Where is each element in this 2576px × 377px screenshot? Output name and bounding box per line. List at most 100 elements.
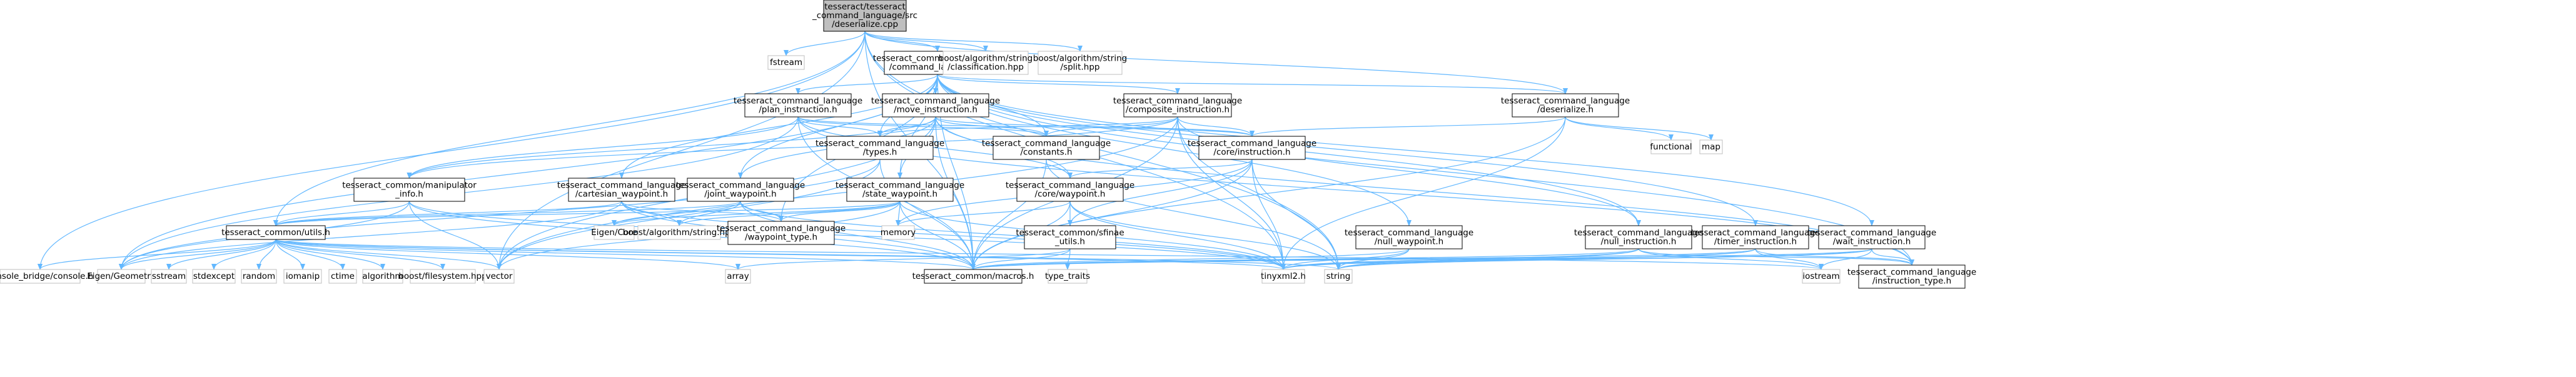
node-waypoint-type-h[interactable]: tesseract_command_language/waypoint_type… xyxy=(717,221,846,245)
node-box xyxy=(151,269,187,284)
edge-joint_waypoint_h-to-waypoint_type_h xyxy=(740,201,784,222)
node-box xyxy=(823,0,907,32)
node-label-line: /core/instruction.h xyxy=(1213,148,1290,158)
edge-composite_instruction_h-to-types_h xyxy=(877,116,1178,137)
edge-state_waypoint_h-to-waypoint_type_h xyxy=(779,201,901,222)
node-box xyxy=(1858,264,1966,289)
edge-timer_instruction_h-to-iostream xyxy=(1755,248,1824,270)
node-label-line: Eigen/Core xyxy=(591,228,637,238)
node-label-line: Eigen/Geometry xyxy=(87,271,156,281)
edge-command_language_h-to-deserialize_h xyxy=(937,74,1568,94)
node-state-waypoint-h[interactable]: tesseract_command_language/state_waypoin… xyxy=(836,178,964,202)
node-eigen-geometry: Eigen/Geometry xyxy=(87,269,156,284)
node-manipulator-info-h[interactable]: tesseract_common/manipulator_info.h xyxy=(342,178,477,202)
node-constants-h[interactable]: tesseract_command_language/constants.h xyxy=(982,136,1111,160)
edge-utils_h-to-algorithm xyxy=(275,239,385,270)
node-label-line: functional xyxy=(1650,142,1692,152)
node-fstream: fstream xyxy=(767,55,805,70)
node-label-line: iomanip xyxy=(286,271,320,281)
node-cartesian-waypoint-h[interactable]: tesseract_command_language/cartesian_way… xyxy=(557,178,686,202)
node-label-line: sstream xyxy=(152,271,186,281)
node-label-line: tesseract_command_language xyxy=(982,139,1111,149)
edge-state_waypoint_h-to-boost_string_hpp xyxy=(677,201,901,226)
node-label-line: tesseract_common/sfinae xyxy=(1016,228,1124,238)
node-label-line: tesseract_command_language xyxy=(557,181,686,191)
edge-sfinae_utils_h-to-type_traits xyxy=(1065,248,1071,270)
node-label-line: tesseract_command_language xyxy=(836,181,964,191)
node-iomanip: iomanip xyxy=(283,269,322,284)
node-eigen-core: Eigen/Core xyxy=(591,225,637,240)
node-null-instruction-h[interactable]: tesseract_command_language/null_instruct… xyxy=(1574,225,1703,249)
edge-move_instruction_h-to-core_instruction_h xyxy=(935,116,1255,137)
edge-wait_instruction_h-to-iostream xyxy=(1819,248,1872,270)
node-label-line: vector xyxy=(486,271,513,281)
node-box xyxy=(362,269,403,284)
node-label-line: tesseract_command_language xyxy=(1501,96,1630,106)
node-composite-instruction-h[interactable]: tesseract_command_language/composite_ins… xyxy=(1113,93,1242,118)
node-label-line: boost/algorithm/string xyxy=(939,54,1033,64)
node-joint-waypoint-h[interactable]: tesseract_command_language/joint_waypoin… xyxy=(676,178,805,202)
node-instruction-type-h[interactable]: tesseract_command_language/instruction_t… xyxy=(1847,264,1976,289)
node-split-hpp: boost/algorithm/string/split.hpp xyxy=(1033,51,1127,75)
edge-plan_instruction_h-to-core_waypoint_h xyxy=(797,116,1073,179)
node-label-line: tesseract_common/utils.h xyxy=(221,228,330,238)
node-label-line: tesseract_command_language xyxy=(1691,228,1820,238)
edge-core_waypoint_h-to-macros_h xyxy=(971,201,1071,270)
edge-utils_h-to-vector xyxy=(275,239,502,270)
node-functional: functional xyxy=(1650,139,1692,154)
edge-composite_instruction_h-to-tinyxml2_h xyxy=(1177,116,1286,270)
edge-utils_h-to-sstream xyxy=(166,239,276,270)
node-box xyxy=(568,178,675,202)
edge-core_instruction_h-to-sfinae_utils_h xyxy=(1068,159,1253,226)
node-stdexcept: stdexcept xyxy=(192,269,236,284)
node-box xyxy=(727,221,835,245)
edge-timer_instruction_h-to-string xyxy=(1336,248,1756,270)
node-box xyxy=(846,178,954,202)
node-wait-instruction-h[interactable]: tesseract_command_language/wait_instruct… xyxy=(1807,225,1936,249)
edge-deserialize_cpp-to-classification_hpp xyxy=(864,31,988,52)
node-label-line: tesseract_common/manipulator xyxy=(342,181,477,191)
node-filesystem-hpp: boost/filesystem.hpp xyxy=(398,269,487,284)
node-box xyxy=(1650,139,1692,154)
edge-utils_h-to-filesystem_hpp xyxy=(275,239,445,270)
edge-utils_h-to-stdexcept xyxy=(211,239,276,270)
node-box xyxy=(328,269,357,284)
edge-state_waypoint_h-to-utils_h xyxy=(273,201,901,226)
node-box xyxy=(767,55,805,70)
node-label-line: tesseract_command_language xyxy=(1345,228,1473,238)
node-box xyxy=(0,269,81,284)
node-iostream: iostream xyxy=(1802,269,1841,284)
node-label-line: tesseract_command_language xyxy=(717,224,846,234)
node-utils-h[interactable]: tesseract_common/utils.h xyxy=(221,225,330,240)
node-null-waypoint-h[interactable]: tesseract_command_language/null_waypoint… xyxy=(1345,225,1473,249)
node-timer-instruction-h[interactable]: tesseract_command_language/timer_instruc… xyxy=(1691,225,1820,249)
node-core-waypoint-h[interactable]: tesseract_command_language/core/waypoint… xyxy=(1006,178,1134,202)
node-deserialize-cpp[interactable]: tesseract/tesseract_command_language/src… xyxy=(812,0,917,32)
node-macros-h[interactable]: tesseract_common/macros.h xyxy=(912,269,1034,284)
edge-deserialize_cpp-to-string xyxy=(864,31,1341,270)
node-label-line: tesseract_command_language xyxy=(734,96,862,106)
node-label-line: /timer_instruction.h xyxy=(1714,237,1797,247)
node-deserialize-h[interactable]: tesseract_command_language/deserialize.h xyxy=(1501,93,1630,118)
node-plan-instruction-h[interactable]: tesseract_command_language/plan_instruct… xyxy=(734,93,862,118)
node-classification-hpp: boost/algorithm/string/classification.hp… xyxy=(939,51,1033,75)
node-types-h[interactable]: tesseract_command_language/types.h xyxy=(816,136,944,160)
node-box xyxy=(1198,136,1306,160)
node-label-line: array xyxy=(727,271,749,281)
node-label-line: /state_waypoint.h xyxy=(862,189,937,199)
node-console-h: console_bridge/console.h xyxy=(0,269,93,284)
node-label-line: /cartesian_waypoint.h xyxy=(575,189,668,199)
node-label-line: /null_waypoint.h xyxy=(1375,237,1444,247)
edge-manipulator_info_h-to-utils_h xyxy=(273,201,410,226)
node-move-instruction-h[interactable]: tesseract_command_language/move_instruct… xyxy=(871,93,1000,118)
node-sfinae-utils-h[interactable]: tesseract_common/sfinae_utils.h xyxy=(1016,225,1124,249)
edge-timer_instruction_h-to-instruction_type_h xyxy=(1755,248,1914,266)
node-box xyxy=(924,269,1023,284)
node-tinyxml2-h: tinyxml2.h xyxy=(1261,269,1306,284)
node-box xyxy=(241,269,277,284)
node-core-instruction-h[interactable]: tesseract_command_language/core/instruct… xyxy=(1188,136,1316,160)
node-label-line: boost/algorithm/string xyxy=(1033,54,1127,64)
node-label-line: fstream xyxy=(770,58,802,68)
node-boost-string-hpp: boost/algorithm/string.hpp xyxy=(623,225,735,240)
node-label-line: tesseract_command_language xyxy=(1574,228,1703,238)
